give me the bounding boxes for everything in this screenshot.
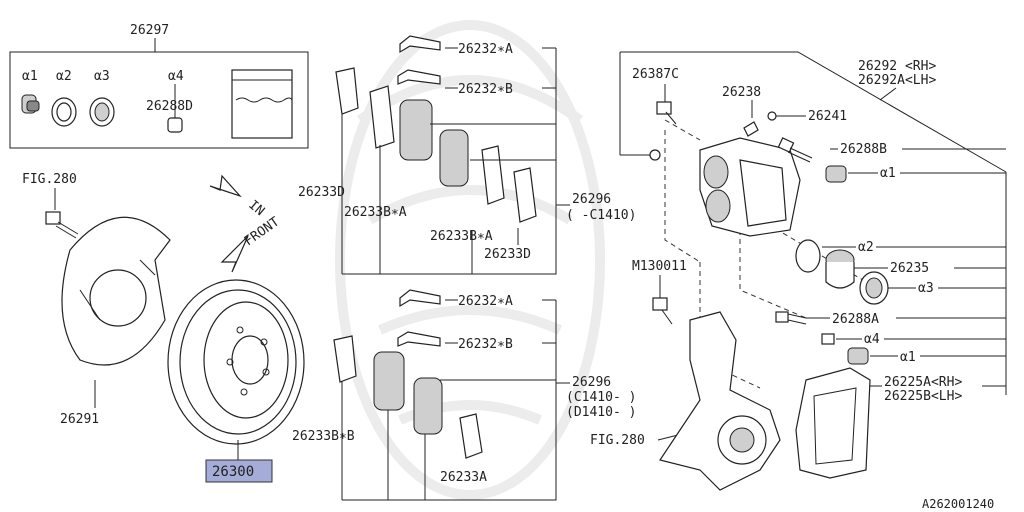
bracket-lh-label: 26225B<LH> [884,389,962,404]
shim-part-4 [513,167,537,223]
watermark-logo [335,20,605,500]
steering-knuckle-part [659,311,781,491]
kit-a4-label: α4 [168,69,184,84]
lower-shim-part [333,335,357,383]
lower-pad-part [373,351,405,411]
bleeder-part [743,121,759,137]
front-arrow-icon: FRONT [220,214,283,273]
kit-a3-label: α3 [94,69,110,84]
piston-part [825,249,855,289]
caliper-bracket-part [795,367,871,479]
bolt-part [45,211,79,239]
boot-part-top [825,165,847,183]
upper-pad-ba1-label: 26233B∗A [344,205,407,220]
upper-clip-b-label: 26232∗B [458,82,513,97]
upper-pad-d2-label: 26233D [484,247,531,262]
upper-clip-a-label: 26232∗A [458,42,513,57]
upper-pad-kit-group: 26232∗A 26232∗B 26233D 26233B∗A 26233B∗A… [298,35,636,275]
assy-rh-label: 26292 <RH> [858,59,936,74]
lower-pad-part-2 [413,377,443,435]
guide-pin-a-part [775,311,807,325]
pin-part-a4 [821,333,835,345]
guide-pin-b-part [777,137,813,163]
small-bolt-part [649,149,661,161]
assy-lh-label: 26292A<LH> [858,73,936,88]
guide-a-label: 26288A [832,312,879,327]
bleeder-label: 26238 [722,85,761,100]
clip-a-part [399,35,441,54]
a4-label: α4 [864,332,880,347]
guide-b-label: 26288B [840,142,887,157]
in-arrow-label: IN [245,198,267,220]
kit-pin-label: 26288D [146,99,193,114]
pad-part-2 [439,129,469,187]
kit-number: 26297 [130,23,169,38]
a1-bot-label: α1 [900,350,916,365]
bolt2-label: M130011 [632,259,687,274]
lower-pad-kit-group: 26232∗A 26232∗B 26233B∗B 26233A 26296 (C… [292,289,636,501]
clip-b-part [397,69,441,85]
lower-pad-bb-label: 26233B∗B [292,429,355,444]
cap-label: 26241 [808,109,847,124]
caliper-body-part [699,137,801,237]
lower-clip-b-part [397,331,441,347]
pin-part [167,117,183,133]
knuckle-fig-label: FIG.280 [590,433,645,448]
seal-kit-group: 26297 α1 α2 α3 α4 26288D [9,23,309,149]
diagram-code: A262001240 [922,497,994,511]
bolt1-label: 26387C [632,67,679,82]
upper-pad-ba2-label: 26233B∗A [430,229,493,244]
rotor-label[interactable]: 26300 [212,464,254,480]
in-arrow-icon: IN [209,174,267,220]
boot-part [21,94,40,114]
rotor-highlight[interactable] [205,459,273,483]
lower-clip-b-label: 26232∗B [458,337,513,352]
kit-a2-label: α2 [56,69,72,84]
shim-part [335,67,359,115]
grease-bag-part [231,69,293,139]
lower-clip-a-label: 26232∗A [458,294,513,309]
lower-clip-a-part [399,289,441,308]
lower-kit-range2: (D1410- ) [566,405,636,420]
caliper-bolt-part [656,101,672,115]
pad-part [399,99,433,161]
brake-rotor-part [167,279,305,445]
a3-label: α3 [918,281,934,296]
piston-label: 26235 [890,261,929,276]
upper-pad-d-label: 26233D [298,185,345,200]
upper-kit-label: 26296 [572,192,611,207]
dust-shield-part [61,216,171,366]
left-group: FIG.280 IN FRONT 26291 [22,172,305,483]
front-arrow-label: FRONT [242,214,283,249]
lower-pad-a-label: 26233A [440,470,487,485]
bracket-rh-label: 26225A<RH> [884,375,962,390]
shim-part-2 [369,85,395,149]
boot-part-bottom [847,347,869,365]
bleeder-cap-part [767,111,777,121]
lower-kit-range1: (C1410- ) [566,390,636,405]
kit-a1-label: α1 [22,69,38,84]
kit-box [9,51,309,149]
fig-label-top: FIG.280 [22,172,77,187]
lower-kit-label: 26296 [572,375,611,390]
shield-label: 26291 [60,412,99,427]
piston-seal-part [795,239,821,273]
lower-shim-part-2 [459,413,483,459]
a1-top-label: α1 [880,166,896,181]
upper-kit-range: ( -C1410) [566,208,636,223]
caliper-group: 26387C 26238 26241 26292 <RH> 26292A<LH>… [590,51,1007,491]
a2-label: α2 [858,240,874,255]
bolt2-part [652,297,673,325]
